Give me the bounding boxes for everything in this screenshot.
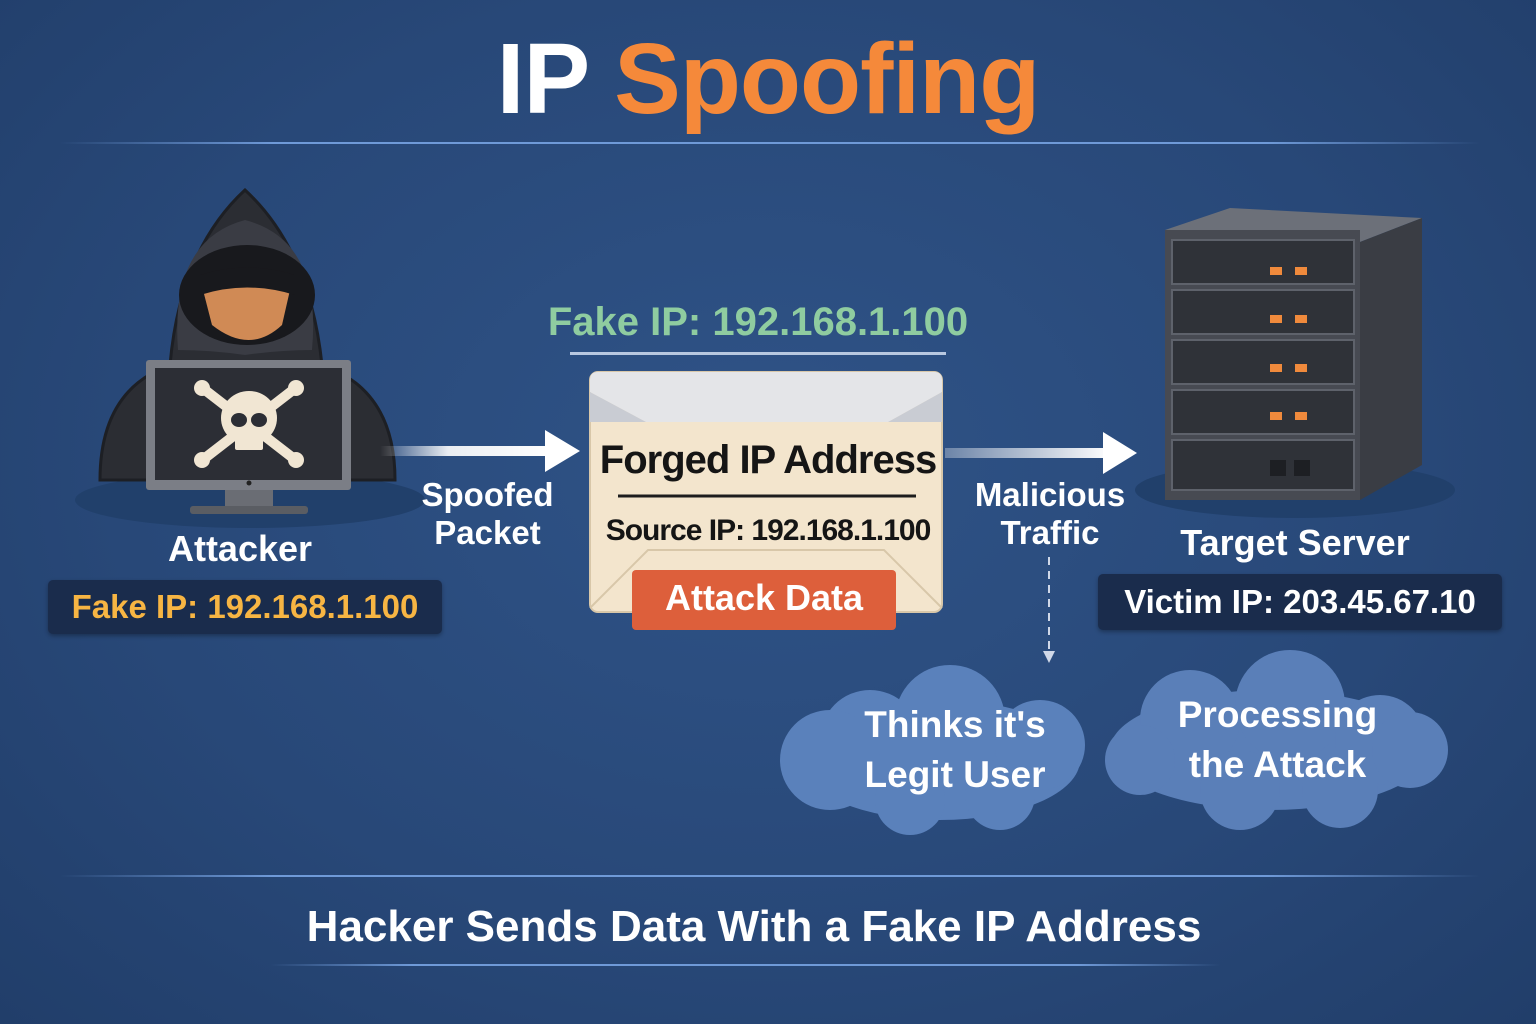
cloud-line: the Attack (1188, 744, 1367, 785)
dashed-arrow-down-icon (1043, 557, 1055, 663)
server-ip-badge: Victim IP: 203.45.67.10 (1098, 574, 1502, 630)
arrow-right-icon (945, 432, 1137, 474)
caption: Hacker Sends Data With a Fake IP Address (306, 902, 1202, 951)
header-underline (570, 352, 946, 355)
cloud-icon (780, 650, 1448, 835)
caption-divider-top (60, 875, 1480, 877)
arrow-right-icon (380, 430, 580, 472)
packet-payload: Attack Data (664, 577, 864, 618)
label-line: Malicious (974, 476, 1126, 513)
title-part2: Spoofing (614, 23, 1040, 135)
label-line: Traffic (1000, 514, 1100, 551)
packet-heading: Forged IP Address (599, 438, 937, 482)
label-line: Packet (434, 514, 541, 551)
packet-source-ip: Source IP: 192.168.1.100 (605, 514, 932, 547)
caption-divider-bottom (270, 964, 1220, 966)
cloud-line: Legit User (864, 754, 1046, 795)
title-divider (60, 142, 1480, 144)
attacker-ip-badge: Fake IP: 192.168.1.100 (48, 580, 442, 634)
cloud-line: Processing (1177, 694, 1378, 735)
server-rack-icon (1135, 208, 1455, 518)
skull-icon (194, 380, 304, 468)
packet-header-ip: Fake IP: 192.168.1.100 (547, 300, 969, 344)
cloud-text-processing: Processing the Attack (1140, 690, 1415, 790)
label-line: Spoofed (421, 476, 554, 513)
envelope-icon (589, 371, 943, 630)
page-title: IP Spoofing (0, 22, 1536, 137)
server-label: Target Server (1180, 522, 1410, 563)
hacker-icon (75, 187, 425, 528)
cloud-line: Thinks it's (864, 704, 1046, 745)
title-part1: IP (496, 23, 589, 135)
attacker-label: Attacker (167, 528, 313, 569)
